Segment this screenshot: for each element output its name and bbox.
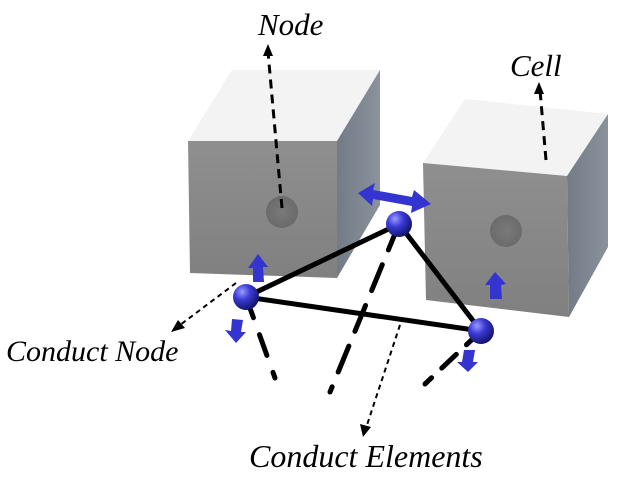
conduct-nodes: [233, 211, 494, 344]
label-node: Node: [257, 7, 324, 42]
cube-left-top: [188, 70, 380, 141]
label-cell: Cell: [510, 48, 562, 83]
node-dot-left: [266, 196, 298, 228]
conduct-elements-pointer-head: [360, 424, 371, 437]
edge-left-down: [243, 294, 278, 381]
cube-right-top: [423, 99, 608, 176]
node-dot-right: [490, 215, 522, 247]
conduct-elements: [243, 221, 484, 395]
cell-pointer-head: [534, 82, 544, 94]
arrow-down-left: [225, 319, 246, 343]
edge-top-down: [327, 221, 402, 395]
edge-top-right: [396, 221, 484, 334]
conduct-node-left: [233, 284, 259, 310]
arrow-down-right: [457, 350, 478, 372]
cube-right-side: [567, 114, 608, 317]
label-pointers: [171, 44, 548, 437]
node-pointer-head: [263, 44, 273, 56]
conduct-node-top: [386, 211, 412, 237]
arrow-up-right: [485, 272, 506, 299]
cube-left-front: [188, 141, 337, 278]
edge-left-top: [243, 221, 402, 300]
arrow-up-left: [248, 254, 268, 282]
cell-pointer: [538, 89, 548, 161]
cube-left: [188, 70, 380, 278]
cube-right: [423, 99, 608, 317]
label-conduct-elements: Conduct Elements: [249, 438, 483, 474]
conduct-node-right: [468, 318, 494, 344]
conduct-node-pointer: [179, 282, 237, 326]
node-pointer: [266, 51, 284, 209]
cube-left-side: [337, 70, 380, 278]
conduct-node-pointer-head: [171, 320, 185, 332]
double-arrow: [358, 183, 431, 213]
conduct-elements-pointer: [365, 324, 401, 429]
label-conduct-node: Conduct Node: [6, 335, 179, 368]
arrows: [225, 183, 506, 372]
